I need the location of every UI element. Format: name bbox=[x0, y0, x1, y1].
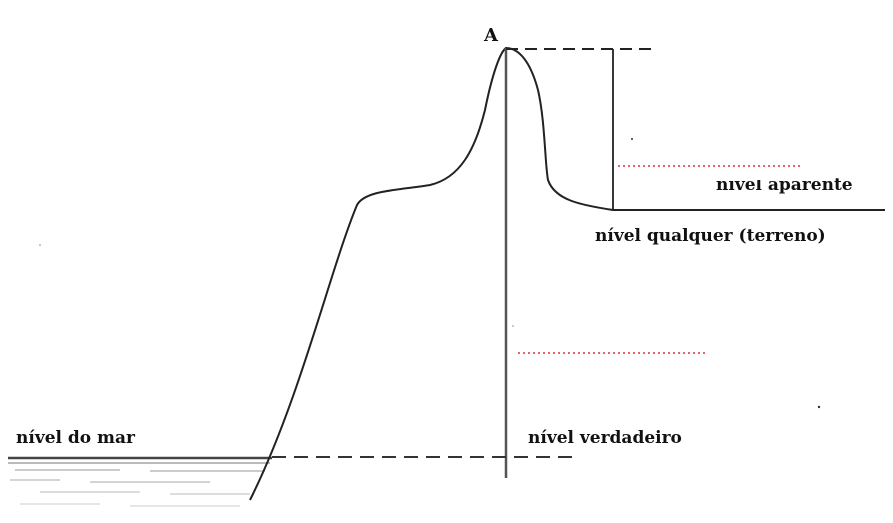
stray-dot bbox=[39, 244, 41, 246]
answer-blank-1[interactable] bbox=[618, 128, 802, 180]
sea-level-label: nível do mar bbox=[16, 428, 136, 448]
stray-dot bbox=[512, 325, 514, 327]
sea-water bbox=[8, 456, 272, 507]
terrain-profile bbox=[249, 46, 885, 501]
true-level-label: nível verdadeiro bbox=[528, 428, 682, 448]
point-a-label: A bbox=[483, 25, 499, 46]
answer-blank-2[interactable] bbox=[512, 287, 690, 361]
ground-level-label: nível qualquer (terreno) bbox=[595, 226, 826, 246]
stray-dot bbox=[631, 138, 633, 140]
stray-dot bbox=[817, 405, 821, 409]
